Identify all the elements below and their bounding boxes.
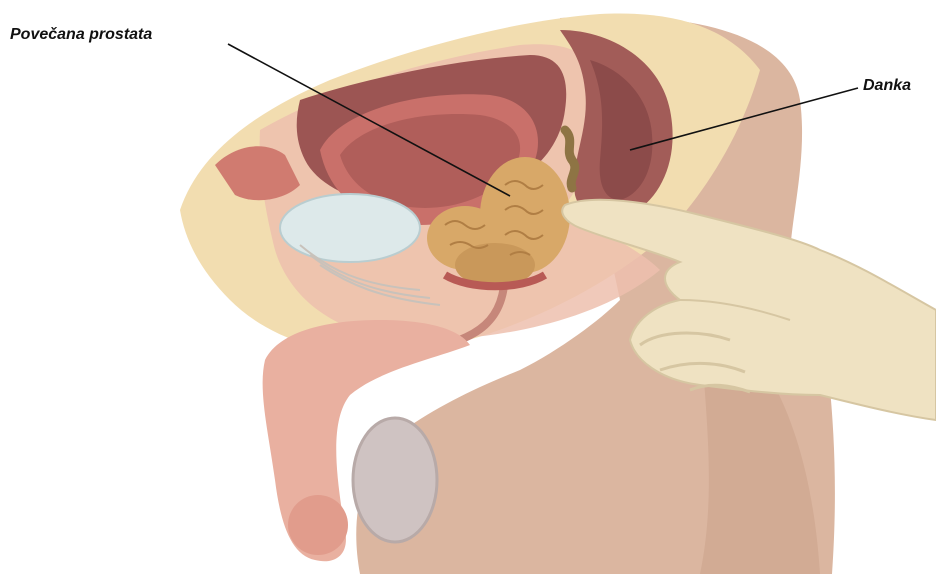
label-rectum: Danka [863,77,911,95]
label-enlarged-prostate: Povečana prostata [10,26,152,44]
bladder-icon [280,194,420,262]
testis-icon [353,418,437,542]
glans [288,495,348,555]
